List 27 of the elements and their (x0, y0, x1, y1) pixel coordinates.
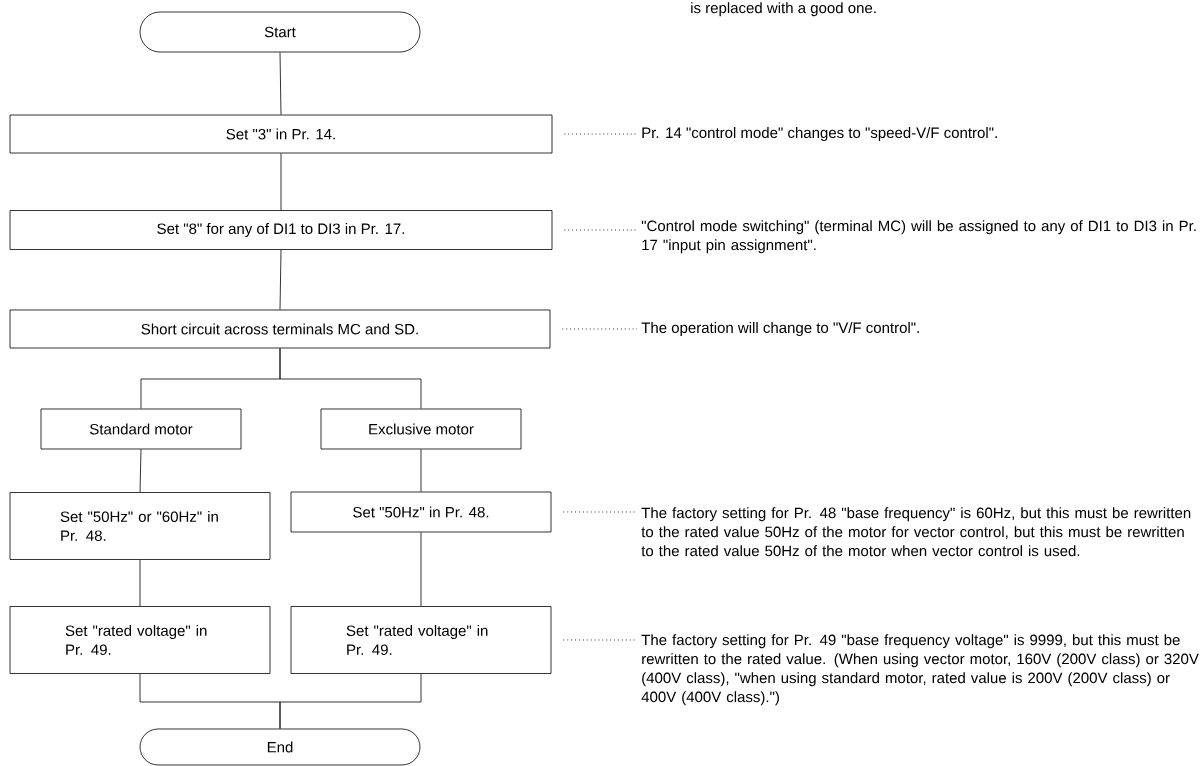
note-text: is replaced with a good one. (691, 2, 876, 17)
connector-line (279, 249, 282, 310)
process-box: Set "50Hz" or "60Hz" in Pr. 48. (9, 492, 271, 560)
connector-line (279, 52, 282, 115)
process-box: Set "3" in Pr. 14. (9, 114, 553, 154)
connector-line (280, 153, 282, 211)
connector-line (279, 348, 422, 409)
process-box: Standard motor (40, 408, 242, 450)
connector-line (139, 449, 142, 493)
leader-line (561, 328, 638, 330)
leader-line (563, 229, 638, 231)
process-box: Set "rated voltage" in Pr. 49. (9, 606, 271, 674)
process-box: Exclusive motor (320, 408, 522, 450)
connector-line (420, 449, 422, 492)
connector-line (420, 532, 422, 607)
note-text: The factory setting for Pr. 48 "base frequency" is 60Hz, but this must be rewritten to the rated value 50Hz of the motor for vector control, but this must be rewritten to the rated value 50Hz of the motor when vector control is used. (641, 507, 1191, 557)
process-box: Set "50Hz" in Pr. 48. (290, 491, 552, 533)
leader-line (563, 133, 638, 135)
process-box: Short circuit across terminals MC and SD. (9, 309, 551, 349)
note-text: The factory setting for Pr. 49 "base frequency voltage" is 9999, but this must be rewritten to the rated value. (When using vector motor, 160V (200V class) or 320V (400V class), "when using standard motor, rated value is 200V (200V class) or 400V (400V class).") (641, 634, 1199, 706)
process-box: Set "rated voltage" in Pr. 49. (290, 606, 552, 674)
connector-line (279, 673, 422, 729)
connector-line (139, 559, 141, 607)
note-text: The operation will change to "V/F control". (641, 322, 919, 336)
process-box: Set "8" for any of DI1 to DI3 in Pr. 17. (9, 210, 553, 250)
note-text: "Control mode switching" (terminal MC) will be assigned to any of DI1 to DI3 in Pr. 17 "input pin assignment". (641, 220, 1196, 254)
note-text: Pr. 14 "control mode" changes to "speed-V/F control". (642, 127, 997, 141)
